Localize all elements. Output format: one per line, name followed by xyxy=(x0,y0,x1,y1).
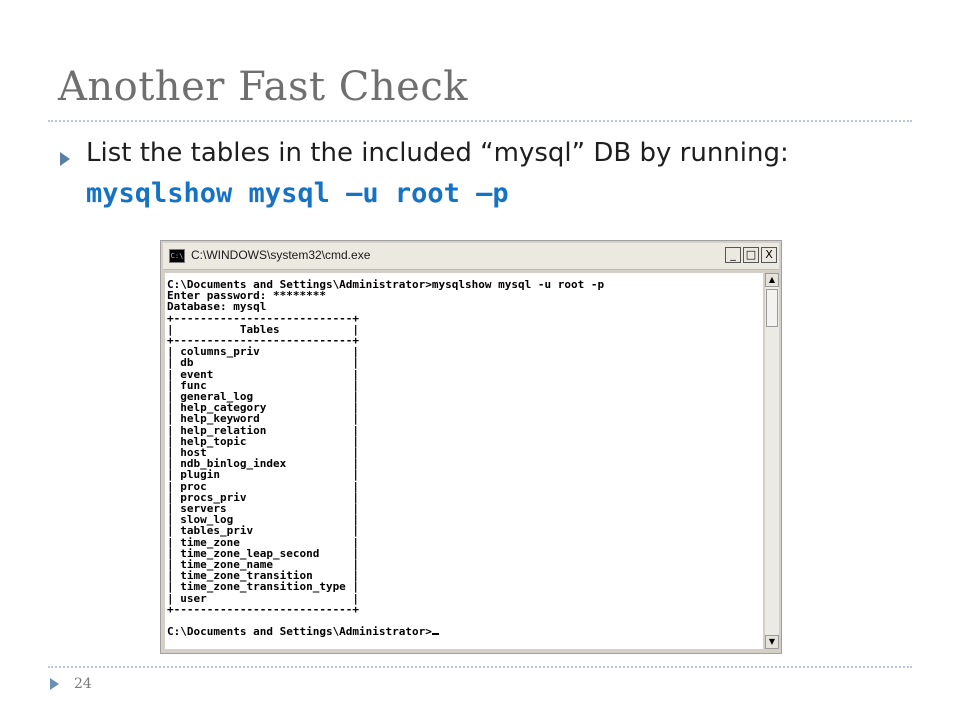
window-titlebar[interactable]: C:\ C:\WINDOWS\system32\cmd.exe _ □ X xyxy=(163,243,779,270)
text-cursor xyxy=(431,633,439,636)
console-line: | proc | xyxy=(167,479,360,493)
console-line: | time_zone_leap_second | xyxy=(167,546,360,560)
console-line: Enter password: ******** xyxy=(167,289,326,303)
cmd-window[interactable]: C:\ C:\WINDOWS\system32\cmd.exe _ □ X C:… xyxy=(160,240,782,654)
slide-title: Another Fast Check xyxy=(58,64,468,110)
console-output[interactable]: C:\Documents and Settings\Administrator>… xyxy=(165,273,763,649)
console-line: | slow_log | xyxy=(167,513,360,527)
console-line: | Tables | xyxy=(167,322,360,336)
bullet-command: mysqlshow mysql –u root –p xyxy=(86,178,509,209)
scroll-down-button[interactable]: ▼ xyxy=(765,635,779,649)
console-line: | procs_priv | xyxy=(167,490,360,504)
console-line: | db | xyxy=(167,356,360,370)
console-line: | help_keyword | xyxy=(167,412,360,426)
cmd-app-icon[interactable]: C:\ xyxy=(169,249,185,263)
bullet-text: List the tables in the included “mysql” … xyxy=(86,138,789,168)
console-line: | general_log | xyxy=(167,390,360,404)
console-line: | tables_priv | xyxy=(167,524,360,538)
window-title: C:\WINDOWS\system32\cmd.exe xyxy=(191,248,371,262)
scroll-up-button[interactable]: ▲ xyxy=(765,273,779,287)
console-line: | time_zone | xyxy=(167,535,360,549)
console-line: +---------------------------+ xyxy=(167,311,360,325)
maximize-button[interactable]: □ xyxy=(743,247,759,263)
console-line: +---------------------------+ xyxy=(167,334,360,348)
console-line: C:\Documents and Settings\Administrator> xyxy=(167,625,432,639)
console-line: | time_zone_transition_type | xyxy=(167,580,360,594)
bullet-arrow-icon xyxy=(60,152,70,166)
console-line: | columns_priv | xyxy=(167,345,360,359)
console-line: Database: mysql xyxy=(167,300,267,314)
minimize-button[interactable]: _ xyxy=(725,247,741,263)
console-line: | ndb_binlog_index | xyxy=(167,457,360,471)
slide-number: 24 xyxy=(74,676,92,692)
console-line: | func | xyxy=(167,378,360,392)
console-line: | time_zone_name | xyxy=(167,558,360,572)
footer-arrow-icon xyxy=(50,678,59,690)
console-line: | host | xyxy=(167,446,360,460)
console-line: C:\Documents and Settings\Administrator>… xyxy=(167,278,605,291)
console-line: | time_zone_transition | xyxy=(167,569,360,583)
console-line: | event | xyxy=(167,367,360,381)
footer-divider xyxy=(48,666,912,668)
console-line: | help_topic | xyxy=(167,434,360,448)
vertical-scrollbar[interactable]: ▲ ▼ xyxy=(765,273,779,649)
title-divider xyxy=(48,120,912,122)
console-line: | plugin | xyxy=(167,468,360,482)
close-button[interactable]: X xyxy=(761,247,777,263)
console-line: | servers | xyxy=(167,502,360,516)
console-line: | help_category | xyxy=(167,401,360,415)
scroll-thumb[interactable] xyxy=(766,289,778,327)
console-line: +---------------------------+ xyxy=(167,602,360,616)
console-line: | help_relation | xyxy=(167,423,360,437)
console-line: | user | xyxy=(167,591,360,605)
console-text: C:\Documents and Settings\Administrator>… xyxy=(165,273,763,638)
